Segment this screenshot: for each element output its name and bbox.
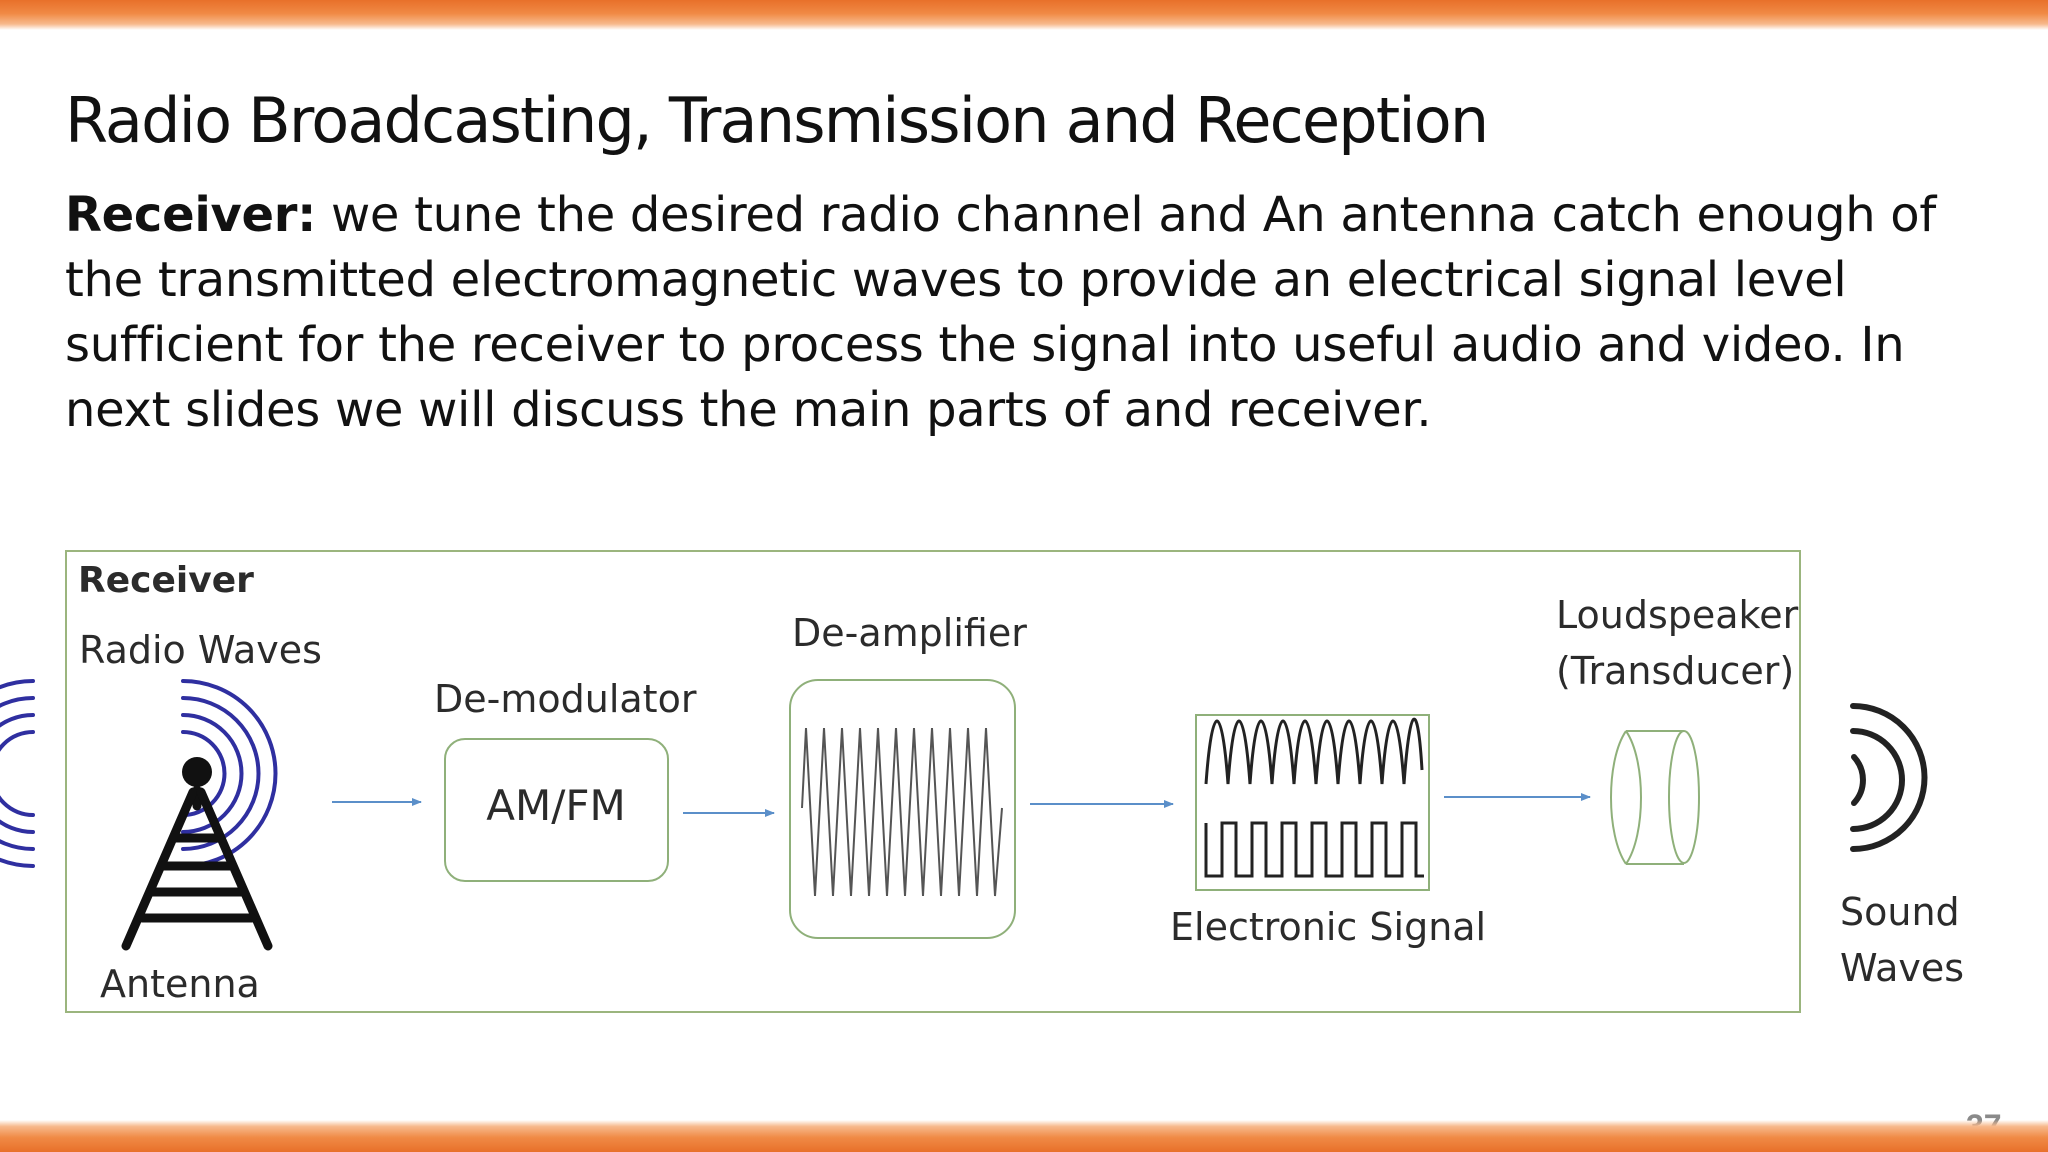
loudspeaker-label-line1: Loudspeaker [1556,593,1799,637]
sound-waves-label-line2: Waves [1840,946,1964,990]
antenna-tower-icon [121,757,273,951]
bottom-accent-bar [0,1120,2048,1152]
body-text: we tune the desired radio channel and An… [65,187,1936,438]
digital-waveform [1204,821,1424,878]
radio-waves-icon [0,679,278,868]
top-accent-bar [0,0,2048,30]
electronic-signal-label: Electronic Signal [1170,905,1486,949]
analog-waveform [1204,717,1424,785]
loudspeaker-icon [1610,730,1700,865]
radio-waves-label: Radio Waves [79,628,322,672]
sound-waves-icon [1850,703,1928,852]
sound-waves-label-line1: Sound [1840,890,1960,934]
body-lead: Receiver: [65,187,316,243]
demodulator-box-text: AM/FM [486,781,626,830]
deamplifier-waveform [801,727,1003,897]
frame-label: Receiver [78,560,254,601]
slide-title: Radio Broadcasting, Transmission and Rec… [65,84,1489,157]
loudspeaker-label-line2: (Transducer) [1556,649,1794,693]
antenna-label: Antenna [100,962,260,1006]
body-paragraph: Receiver: we tune the desired radio chan… [65,183,1965,443]
demodulator-box [444,738,669,882]
deamplifier-label: De-amplifier [792,611,1027,655]
demodulator-label: De-modulator [434,677,697,721]
